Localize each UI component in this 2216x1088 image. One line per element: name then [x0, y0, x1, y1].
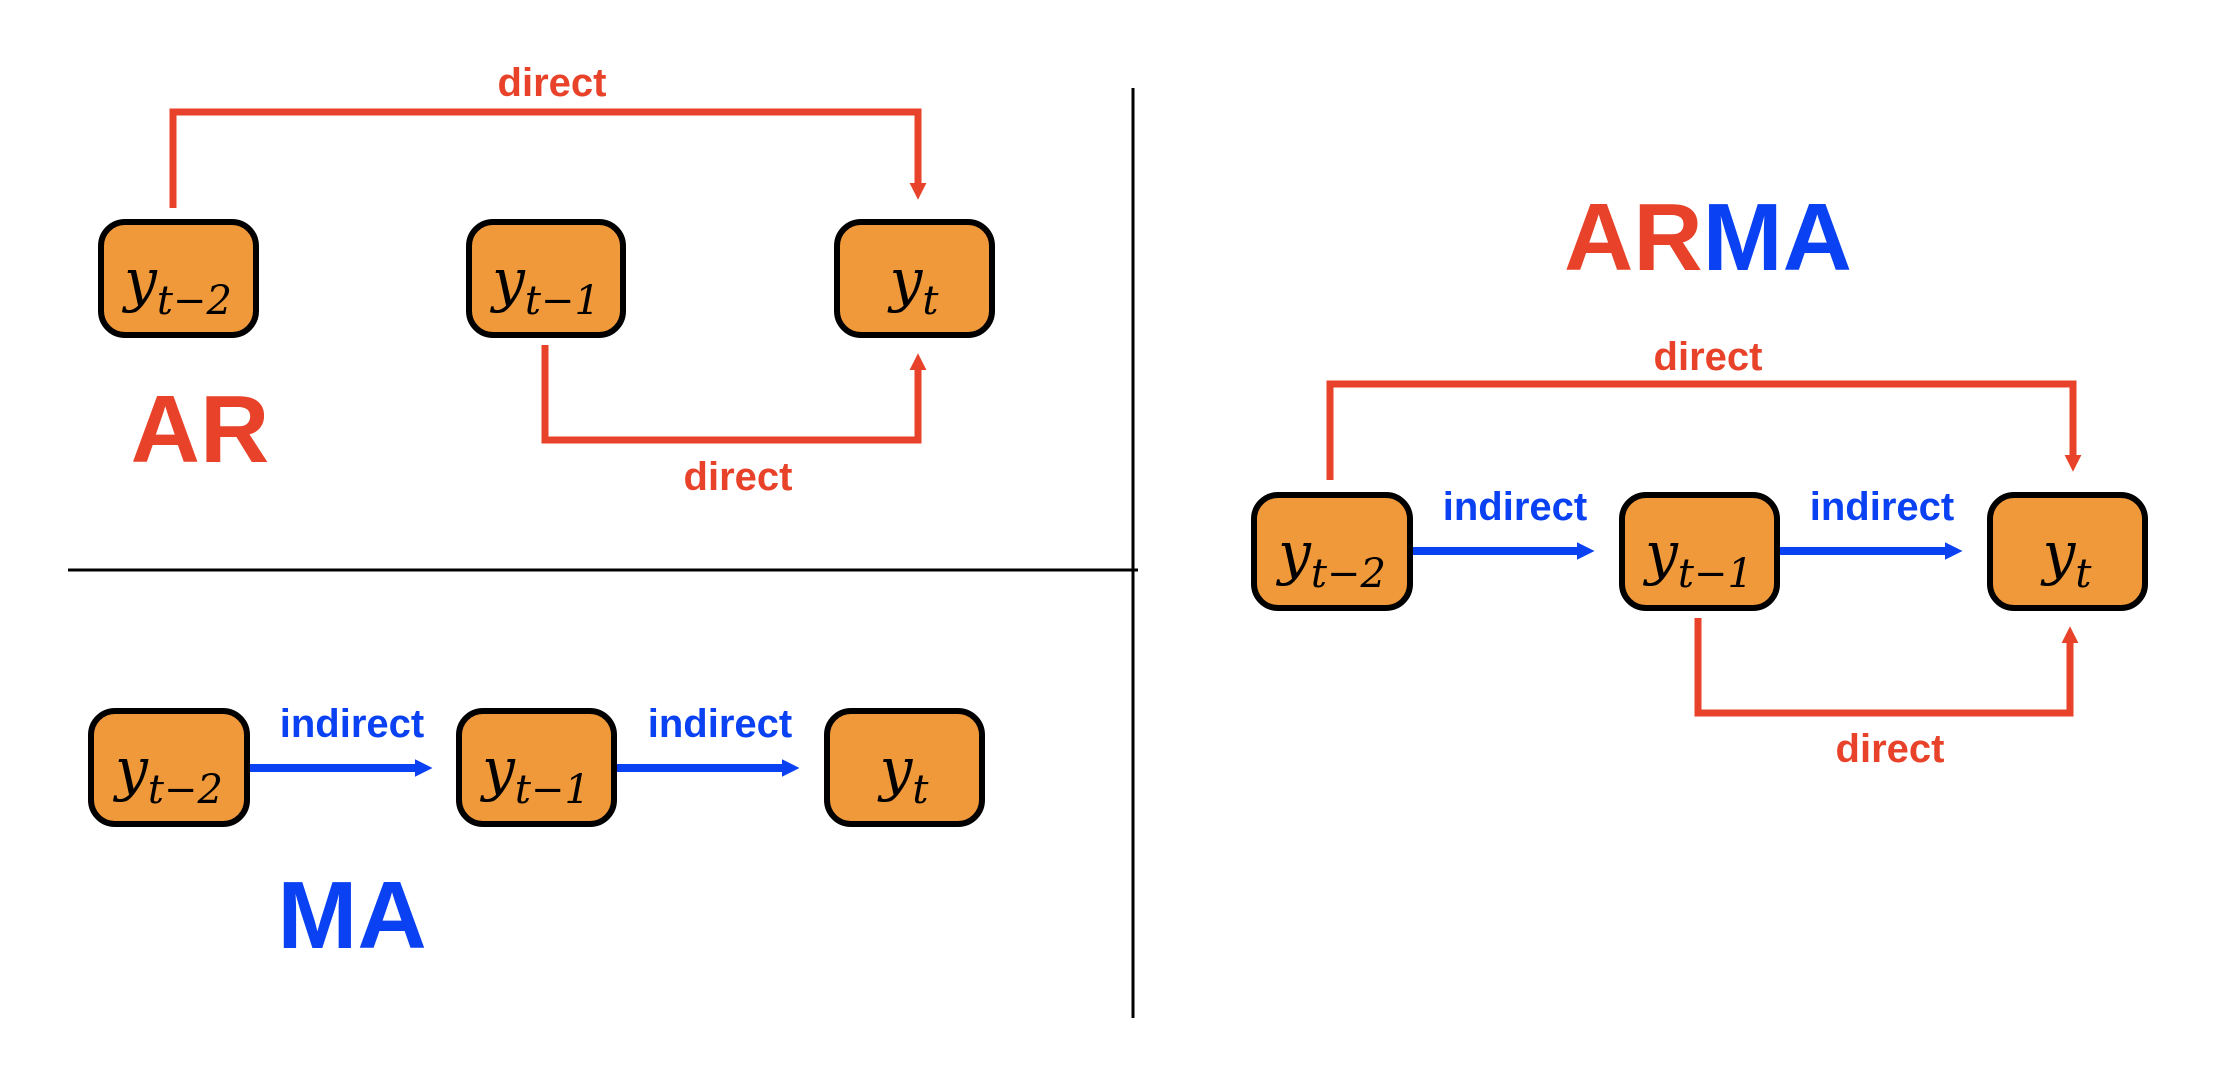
arma-title-ma: MA	[1703, 184, 1852, 291]
ma-node-y-t-minus-1: yt−1	[456, 708, 617, 827]
ar-bottom-direct-label: direct	[684, 455, 793, 499]
svg-text:yt−1: yt−1	[489, 246, 600, 324]
arma-left-indirect-label: indirect	[1443, 485, 1587, 529]
ar-top-direct-label: direct	[498, 61, 607, 105]
ma-left-indirect-label: indirect	[280, 702, 424, 746]
arma-bottom-direct-label: direct	[1836, 727, 1945, 771]
svg-text:yt−1: yt−1	[479, 735, 590, 813]
arma-node-y-t: yt	[1987, 492, 2148, 611]
arma-title: ARMA	[1564, 184, 1852, 291]
arma-bottom-direct-arrow	[1694, 618, 2079, 717]
arma-top-direct-label: direct	[1654, 335, 1763, 379]
arma-right-indirect-label: indirect	[1810, 485, 1954, 529]
ma-node-y-t-minus-2: yt−2	[88, 708, 250, 827]
ar-node-y-t: yt	[834, 219, 995, 338]
ar-node-y-t-minus-1: yt−1	[466, 219, 626, 338]
svg-text:yt−2: yt−2	[112, 735, 223, 813]
svg-text:yt: yt	[2040, 519, 2093, 597]
arma-top-direct-arrow	[1326, 380, 2082, 480]
svg-text:yt: yt	[887, 246, 940, 324]
svg-text:yt−2: yt−2	[121, 246, 232, 324]
arma-node-y-t-minus-1: yt−1	[1619, 492, 1780, 611]
ma-panel: indirect indirect yt−2 yt−1 yt MA	[88, 702, 985, 969]
svg-text:yt: yt	[877, 735, 930, 813]
svg-text:yt−2: yt−2	[1275, 519, 1386, 597]
ma-right-indirect-label: indirect	[648, 702, 792, 746]
arma-title-ar: AR	[1564, 184, 1703, 291]
ar-node-y-t-minus-2: yt−2	[98, 219, 259, 338]
ar-bottom-direct-arrow	[541, 345, 927, 444]
arma-panel: ARMA direct indirect indirect direct yt−…	[1251, 184, 2148, 771]
ar-top-direct-arrow	[169, 108, 927, 208]
ma-title: MA	[277, 862, 426, 969]
arma-node-y-t-minus-2: yt−2	[1251, 492, 1413, 611]
ar-panel: direct direct yt−2 yt−1 yt AR	[98, 61, 995, 499]
svg-text:yt−1: yt−1	[1642, 519, 1753, 597]
ma-node-y-t: yt	[824, 708, 985, 827]
ar-title: AR	[131, 376, 270, 483]
